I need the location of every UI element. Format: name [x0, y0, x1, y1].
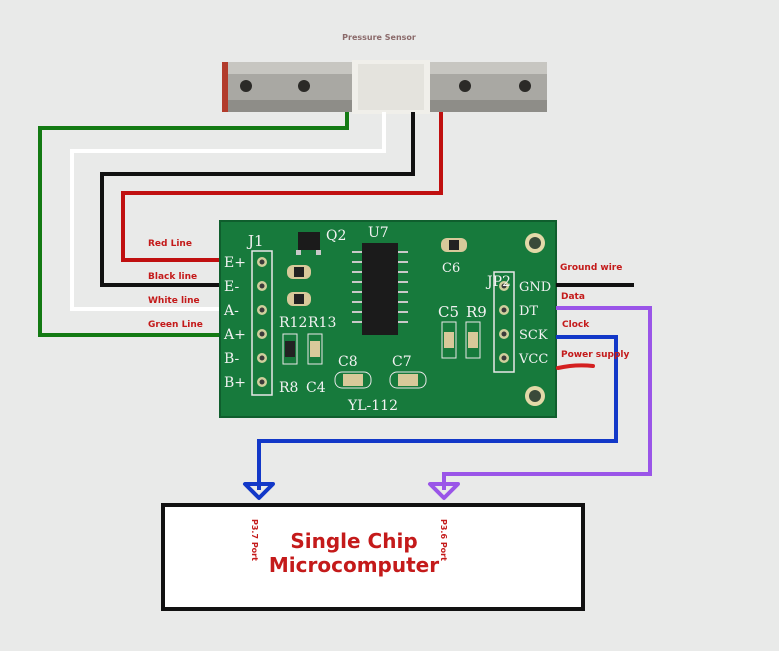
silk-j1: J1	[246, 232, 264, 250]
label-clock: Clock	[562, 320, 590, 330]
silk-u7: U7	[368, 225, 389, 241]
silk-r9: R9	[466, 303, 487, 321]
label-white-line: White line	[148, 296, 200, 306]
silk-c8: C8	[338, 354, 358, 370]
silk-q2: Q2	[326, 228, 346, 244]
silk-r13: R13	[308, 315, 336, 331]
silk-r8: R8	[279, 380, 298, 396]
silk-model: YL-112	[347, 398, 398, 414]
clock-arrow	[243, 482, 275, 500]
pin-sck: SCK	[519, 328, 548, 343]
black-wire	[100, 112, 415, 287]
data-arrow	[428, 482, 460, 500]
port-p3-6: P3.6 Port	[439, 519, 448, 561]
pin-e-minus: E-	[224, 279, 239, 295]
silk-jp2: JP2	[485, 274, 511, 290]
mcu-title-line1: Single Chip	[290, 529, 417, 553]
label-red-line: Red Line	[148, 239, 192, 249]
silk-r12: R12	[279, 315, 307, 331]
pin-a-plus: A+	[223, 327, 246, 343]
pin-e-plus: E+	[224, 255, 246, 271]
mcu-box	[161, 503, 585, 611]
label-green-line: Green Line	[148, 320, 203, 330]
pin-vcc: VCC	[518, 352, 548, 367]
power-stub	[556, 363, 595, 370]
port-p3-7: P3.7 Port	[250, 519, 259, 561]
pin-gnd: GND	[519, 280, 551, 295]
label-black-line: Black line	[148, 272, 197, 282]
hx711-board: J1 Q2 U7 C6 JP2 C5 R9 R12 R13 R8 C4 C8 C…	[219, 220, 557, 418]
silk-c7: C7	[392, 354, 412, 370]
clock-wire	[257, 335, 618, 490]
pin-b-plus: B+	[224, 375, 246, 391]
pin-a-minus: A-	[223, 303, 239, 319]
silk-c4: C4	[306, 380, 326, 396]
sensor-title: Pressure Sensor	[342, 33, 416, 42]
load-cell	[222, 60, 547, 114]
mcu-title-line2: Microcomputer	[269, 553, 439, 577]
white-wire	[70, 112, 386, 311]
red-wire	[121, 112, 443, 262]
label-power-supply: Power supply	[561, 350, 630, 360]
label-ground-wire: Ground wire	[560, 263, 622, 273]
pin-b-minus: B-	[224, 351, 240, 367]
pin-dt: DT	[519, 304, 538, 319]
green-wire	[38, 112, 349, 337]
silk-c5: C5	[438, 303, 459, 321]
label-data: Data	[561, 292, 585, 302]
silk-c6: C6	[442, 261, 460, 276]
data-wire	[442, 306, 652, 490]
